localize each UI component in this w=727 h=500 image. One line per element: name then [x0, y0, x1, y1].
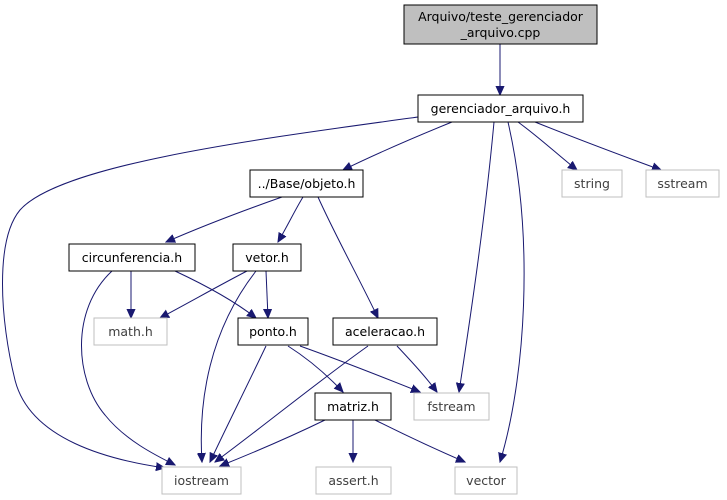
edge-gerenciador-to-vector — [500, 121, 525, 462]
node-root-file: Arquivo/teste_gerenciador _arquivo.cpp — [403, 4, 598, 45]
node-ponto[interactable]: ponto.h — [237, 317, 309, 346]
node-matriz[interactable]: matriz.h — [314, 392, 392, 421]
node-iostream: iostream — [161, 466, 242, 495]
node-label: ponto.h — [249, 324, 297, 339]
edge-circunferencia-to-ponto — [174, 270, 256, 318]
node-gerenciador-arquivo[interactable]: gerenciador_arquivo.h — [417, 94, 584, 123]
edge-vetor-to-iostream — [201, 270, 257, 462]
edge-objeto-to-vetor — [278, 196, 304, 242]
edge-aceleracao-to-fstream — [396, 345, 437, 392]
node-label: assert.h — [328, 473, 378, 488]
edge-gerenciador-to-objeto — [343, 121, 453, 170]
edge-ponto-to-matriz — [287, 345, 343, 392]
node-vector: vector — [454, 466, 518, 495]
node-label: matriz.h — [327, 399, 379, 414]
node-label: circunferencia.h — [82, 250, 182, 265]
edge-vetor-to-ponto — [266, 270, 268, 318]
root-file-label-line1: Arquivo/teste_gerenciador — [418, 9, 584, 24]
node-label: gerenciador_arquivo.h — [431, 101, 571, 116]
node-aceleracao[interactable]: aceleracao.h — [332, 317, 438, 346]
node-label: math.h — [108, 324, 153, 339]
edge-matriz-to-vector — [374, 419, 465, 462]
node-assert: assert.h — [315, 466, 392, 495]
edge-gerenciador-to-sstream — [534, 121, 661, 170]
edge-aceleracao-to-iostream — [215, 345, 369, 462]
root-file-label-line2: _arquivo.cpp — [460, 25, 541, 40]
node-label: iostream — [174, 473, 229, 488]
edge-objeto-to-aceleracao — [317, 196, 378, 318]
node-label: aceleracao.h — [345, 324, 425, 339]
edge-objeto-to-circunferencia — [166, 196, 283, 242]
node-label: vetor.h — [245, 250, 289, 265]
edge-ponto-to-iostream — [210, 345, 267, 462]
node-fstream: fstream — [413, 392, 490, 421]
edge-gerenciador-to-iostream — [2, 116, 419, 468]
node-label: sstream — [657, 176, 707, 191]
edge-circunferencia-to-iostream — [81, 270, 175, 465]
node-label: vector — [466, 473, 507, 488]
edge-matriz-to-iostream — [220, 419, 326, 466]
node-label: string — [574, 176, 610, 191]
node-math: math.h — [93, 317, 168, 346]
node-objeto[interactable]: ../Base/objeto.h — [249, 169, 364, 198]
edge-gerenciador-to-string — [517, 121, 577, 170]
node-string: string — [561, 169, 623, 198]
node-circunferencia[interactable]: circunferencia.h — [68, 243, 196, 272]
node-label: ../Base/objeto.h — [258, 176, 356, 191]
edge-ponto-to-fstream — [299, 345, 420, 392]
edge-gerenciador-to-fstream — [459, 121, 495, 392]
node-label: fstream — [427, 399, 475, 414]
edge-vetor-to-math — [160, 270, 248, 318]
node-vetor[interactable]: vetor.h — [232, 243, 302, 272]
node-sstream: sstream — [645, 169, 720, 198]
